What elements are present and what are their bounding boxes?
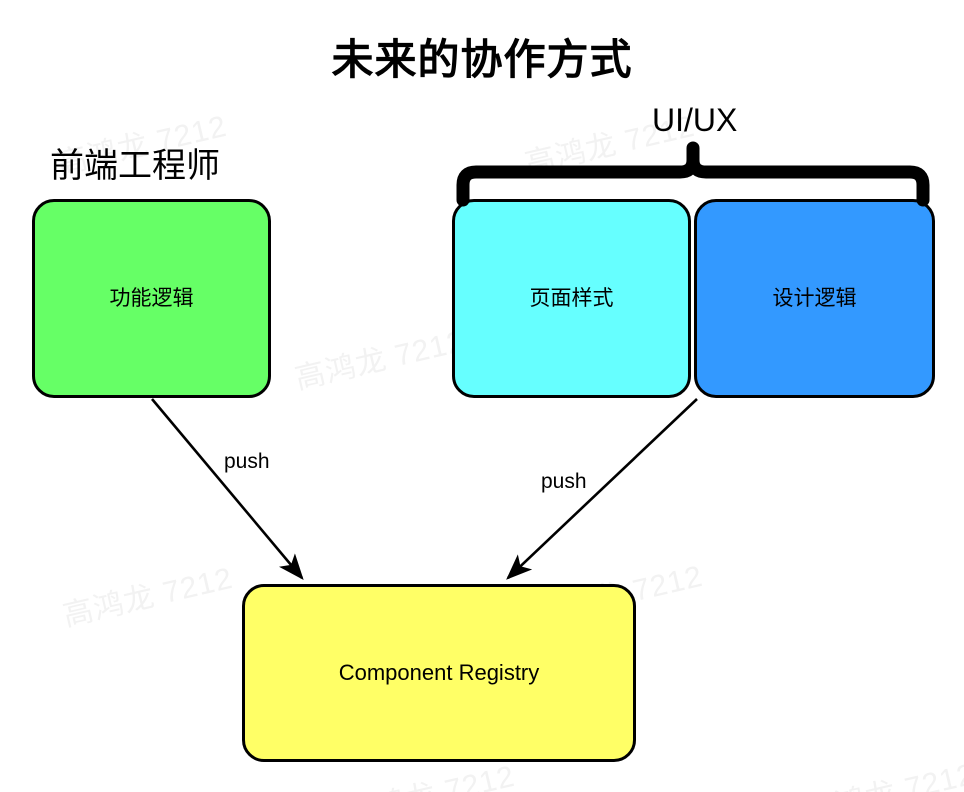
node-component-registry-label: Component Registry <box>338 659 540 685</box>
node-design-label: 设计逻辑 <box>772 286 857 310</box>
node-style-label: 页面样式 <box>529 286 614 310</box>
arrow-style-to-registry <box>506 398 698 580</box>
node-component-registry[interactable]: Component Registry <box>242 584 636 762</box>
group-label-frontend: 前端工程师 <box>50 147 220 185</box>
node-func[interactable]: 功能逻辑 <box>32 199 271 398</box>
node-design[interactable]: 设计逻辑 <box>694 199 935 398</box>
node-style[interactable]: 页面样式 <box>452 199 691 398</box>
arrow-func-to-registry <box>151 398 304 580</box>
group-label-uiux: UI/UX <box>652 102 738 138</box>
page-title: 未来的协作方式 <box>331 36 633 83</box>
edge-label-push-left: push <box>224 450 270 473</box>
edge-label-push-right: push <box>541 470 587 493</box>
node-func-label: 功能逻辑 <box>109 286 194 310</box>
